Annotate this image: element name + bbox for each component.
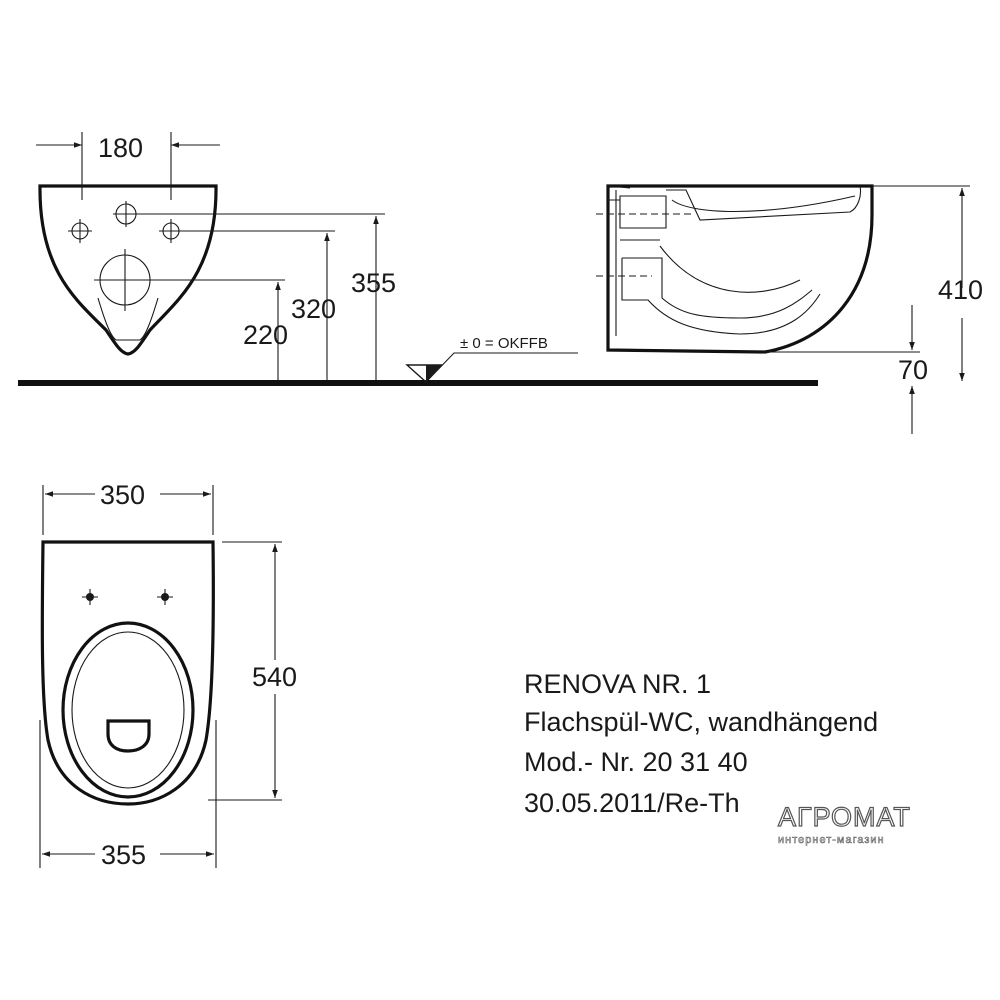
front-view-inner-shape bbox=[97, 297, 159, 341]
watermark-brand: АГРОМАТ bbox=[778, 802, 911, 832]
dim-label-180: 180 bbox=[98, 133, 143, 163]
dim-label-540: 540 bbox=[252, 662, 297, 692]
info-line-date: 30.05.2011/Re-Th bbox=[524, 788, 740, 818]
bowl-rim-inner bbox=[71, 631, 185, 789]
watermark-tagline: интернет-магазин bbox=[778, 834, 885, 846]
dim-label-220: 220 bbox=[243, 320, 288, 350]
info-line-description: Flachspül-WC, wandhängend bbox=[524, 707, 878, 737]
dim-label-350: 350 bbox=[100, 480, 145, 510]
product-info-block: RENOVA NR. 1 Flachspül-WC, wandhängend M… bbox=[524, 669, 878, 818]
top-view: 350 540 355 bbox=[39, 480, 297, 870]
side-inlet-connector bbox=[619, 195, 667, 241]
front-view-outline bbox=[38, 184, 218, 356]
watermark-logo: АГРОМАТ интернет-магазин bbox=[777, 801, 911, 846]
dim-label-320: 320 bbox=[291, 294, 336, 324]
top-view-outline bbox=[40, 540, 215, 806]
side-view-outline bbox=[606, 184, 874, 354]
floor-reference-marker: ± 0 = OKFFB bbox=[405, 335, 578, 383]
front-view: 180 220 320 355 bbox=[36, 132, 396, 384]
side-view: 410 70 bbox=[596, 184, 983, 434]
floor-reference-label: ± 0 = OKFFB bbox=[460, 335, 548, 352]
dim-label-355-bottom: 355 bbox=[101, 840, 146, 870]
bowl-drain-opening bbox=[106, 719, 151, 753]
bowl-rim-outer bbox=[61, 621, 195, 799]
dim-label-70: 70 bbox=[898, 355, 928, 385]
info-line-model-name: RENOVA NR. 1 bbox=[524, 669, 711, 699]
dim-label-410: 410 bbox=[938, 275, 983, 305]
side-outlet-trap bbox=[621, 257, 821, 335]
info-line-model-number: Mod.- Nr. 20 31 40 bbox=[524, 747, 748, 777]
dim-label-355: 355 bbox=[351, 268, 396, 298]
